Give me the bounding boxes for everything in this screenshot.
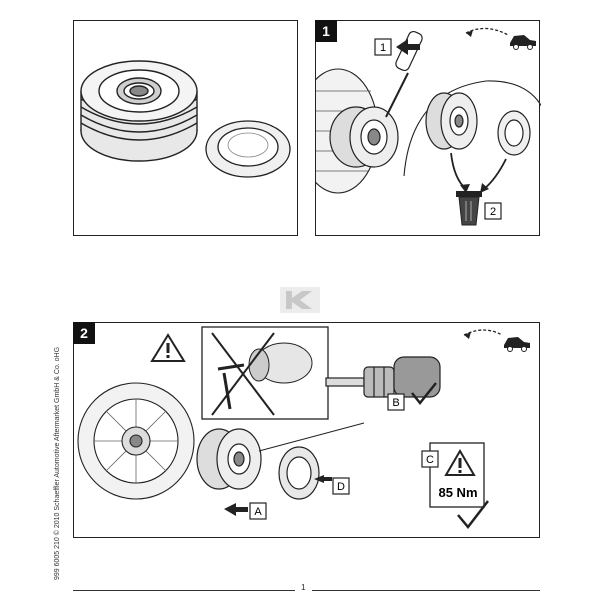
footer-rule-right <box>312 590 540 591</box>
panel-pulley-overview <box>73 20 298 236</box>
pulley-icon <box>329 106 399 168</box>
callout-2: 2 <box>484 202 502 220</box>
step-1-illustration: 1 2 <box>297 27 552 226</box>
svg-text:2: 2 <box>490 206 496 218</box>
cover-cap-icon <box>278 446 320 500</box>
copyright-notice: 999 6005 210 © 2010 Schaeffler Automotiv… <box>54 346 61 580</box>
torque-spec-box: C 85 Nm <box>421 442 485 508</box>
warning-triangle-icon <box>150 333 186 362</box>
svg-text:C: C <box>426 454 434 466</box>
incorrect-method-inset <box>201 326 329 420</box>
svg-text:1: 1 <box>380 42 386 54</box>
step-number-badge: 1 <box>315 20 337 42</box>
svg-text:D: D <box>337 481 345 493</box>
checkmark-icon <box>457 500 489 529</box>
waste-bin-icon <box>456 191 482 226</box>
callout-d: D <box>332 477 350 495</box>
pulley-icon <box>196 428 262 490</box>
watermark-logo <box>280 287 320 318</box>
svg-text:A: A <box>254 506 262 518</box>
pulley-illustration <box>80 60 291 178</box>
panel-step-2: 2 <box>73 322 540 538</box>
callout-1: 1 <box>374 38 420 56</box>
callout-a: A <box>249 502 267 520</box>
callout-b: B <box>387 393 405 411</box>
page-number: 1 <box>301 583 306 592</box>
pulley-icon <box>80 60 198 162</box>
car-icon <box>465 27 536 50</box>
footer-rule-left <box>73 590 295 591</box>
wrench-tool-icon <box>325 356 441 398</box>
step-2-illustration: B A D <box>77 326 530 529</box>
svg-text:B: B <box>392 397 399 409</box>
cover-cap-icon <box>205 120 291 178</box>
svg-text:85 Nm: 85 Nm <box>438 485 477 500</box>
panel-step-1: 1 1 <box>297 20 552 236</box>
car-icon <box>463 329 530 352</box>
checkmark-icon <box>411 382 437 406</box>
step-number-badge: 2 <box>73 322 95 344</box>
